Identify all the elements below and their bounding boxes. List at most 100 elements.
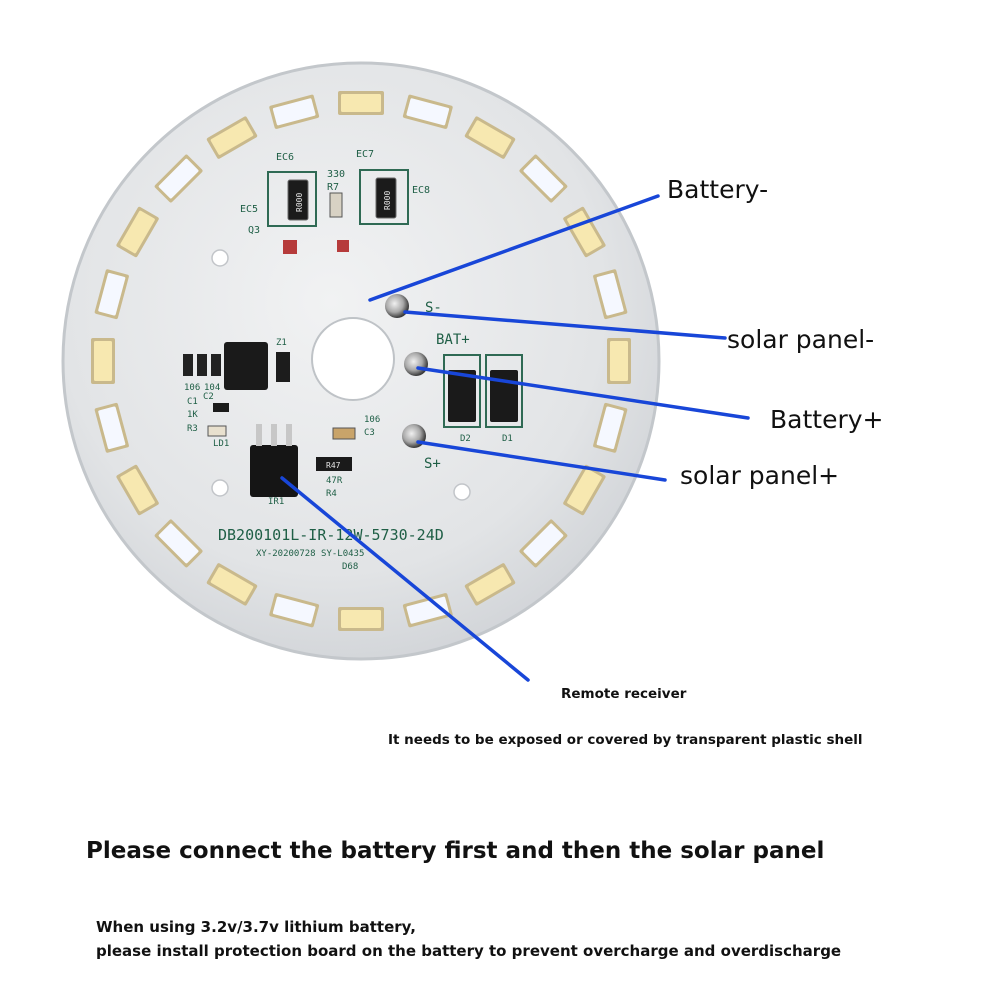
smd-led xyxy=(116,206,159,258)
transistor-q3b xyxy=(337,240,349,252)
silk-ec6: EC6 xyxy=(276,152,294,163)
silk-104: 104 xyxy=(204,383,220,393)
label-solar-plus: solar panel+ xyxy=(680,461,839,490)
smd-led xyxy=(154,154,203,203)
smd-led xyxy=(593,269,628,320)
pad-s-minus xyxy=(385,294,409,318)
silk-c2: C2 xyxy=(203,392,214,402)
smd-led xyxy=(563,464,606,516)
smd-led-lens xyxy=(523,158,564,199)
smd-led xyxy=(402,94,453,129)
smd-led-lens xyxy=(567,210,602,254)
smd-led-lens xyxy=(610,341,628,381)
smd-led xyxy=(563,206,606,258)
smd-led xyxy=(593,402,628,453)
smd-led-lens xyxy=(468,567,512,602)
mount-hole-bottom-right xyxy=(453,483,471,501)
smd-led xyxy=(269,593,320,628)
callout-line-remote xyxy=(280,476,530,682)
lithium-note-line-2: please install protection board on the b… xyxy=(96,942,842,960)
smd-led xyxy=(116,464,159,516)
lithium-note-line-1: When using 3.2v/3.7v lithium battery, xyxy=(96,918,416,936)
smd-led-lens xyxy=(596,272,624,316)
silk-d1: D1 xyxy=(502,434,513,444)
smd-led-lens xyxy=(596,406,624,450)
smd-led-lens xyxy=(98,406,126,450)
smd-led xyxy=(338,91,384,115)
silk-ec5: EC5 xyxy=(240,204,258,215)
smd-led-lens xyxy=(158,158,199,199)
smd-led xyxy=(94,402,129,453)
silk-d68: D68 xyxy=(342,562,358,572)
ir-receiver xyxy=(250,445,298,497)
smd-led xyxy=(607,338,631,384)
remote-receiver-note: It needs to be exposed or covered by tra… xyxy=(388,732,863,748)
smd-led xyxy=(206,116,258,159)
smd-led-lens xyxy=(210,567,254,602)
resistor-r4 xyxy=(316,457,352,471)
silk-ir1: IR1 xyxy=(268,497,284,507)
smd-led xyxy=(338,607,384,631)
silk-d2: D2 xyxy=(460,434,471,444)
ir-receiver-pin-3 xyxy=(286,424,292,446)
ir-receiver-pin-2 xyxy=(271,424,277,446)
ic-chip xyxy=(224,342,268,390)
callout-line-battery-plus xyxy=(416,366,750,420)
capacitor-c3 xyxy=(332,427,356,440)
silk-q3: Q3 xyxy=(248,225,260,236)
smd-led xyxy=(519,154,568,203)
silk-bat-plus: BAT+ xyxy=(436,332,470,348)
silk-r7-value: 330 xyxy=(327,169,345,180)
silk-model-code: DB200101L-IR-12W-5730-24D xyxy=(218,526,444,544)
resistor-pack-2 xyxy=(197,354,207,376)
smd-led-lens xyxy=(341,94,381,112)
smd-led-lens xyxy=(567,468,602,512)
callout-line-battery-minus xyxy=(368,194,660,302)
smd-led-lens xyxy=(272,98,316,126)
diode-d1-outline xyxy=(485,354,523,428)
silk-ld1: LD1 xyxy=(213,439,229,449)
silk-c3-value: 106 xyxy=(364,415,380,425)
resistor-r000-right xyxy=(375,177,397,219)
connection-order-warning: Please connect the battery first and the… xyxy=(86,838,825,864)
resistor-small-1 xyxy=(213,403,229,412)
silk-ec7: EC7 xyxy=(356,149,374,160)
callout-labels: Battery- solar panel- Battery+ solar pan… xyxy=(667,175,883,490)
smd-led xyxy=(94,269,129,320)
smd-led xyxy=(269,94,320,129)
smd-led-lens xyxy=(94,341,112,381)
silk-r7: R7 xyxy=(327,182,339,193)
label-solar-minus: solar panel- xyxy=(727,325,874,354)
capacitor-ec8 xyxy=(359,169,409,225)
label-battery-minus: Battery- xyxy=(667,175,768,204)
silk-106: 106 xyxy=(184,383,200,393)
marking-r000-right: R000 xyxy=(383,191,392,210)
mount-hole-bottom-left xyxy=(211,479,229,497)
smd-led xyxy=(464,116,516,159)
marking-r000-left: R000 xyxy=(295,193,304,212)
silk-s-minus: S- xyxy=(425,300,442,316)
resistor-r000-left xyxy=(287,179,309,221)
smd-led xyxy=(91,338,115,384)
marking-r47: R47 xyxy=(326,461,341,470)
callout-line-solar-plus xyxy=(416,440,667,482)
led-ld1 xyxy=(207,425,227,437)
center-mounting-hole xyxy=(311,317,395,401)
silk-c1: C1 xyxy=(187,397,198,407)
component-markings: R000 R000 R47 xyxy=(295,191,392,470)
resistor-pack-3 xyxy=(211,354,221,376)
resistor-pack-1 xyxy=(183,354,193,376)
smd-led-lens xyxy=(210,120,254,155)
silk-1k: 1K xyxy=(187,410,198,420)
remote-receiver-label: Remote receiver xyxy=(561,686,687,702)
mount-hole-top-left xyxy=(211,249,229,267)
smd-led xyxy=(206,563,258,606)
led-ring xyxy=(91,91,631,631)
capacitor-ec5 xyxy=(267,171,317,227)
pad-bat-plus xyxy=(404,352,428,376)
smd-led-lens xyxy=(120,468,155,512)
diode-d2-outline xyxy=(443,354,481,428)
silk-s-plus: S+ xyxy=(424,456,441,472)
